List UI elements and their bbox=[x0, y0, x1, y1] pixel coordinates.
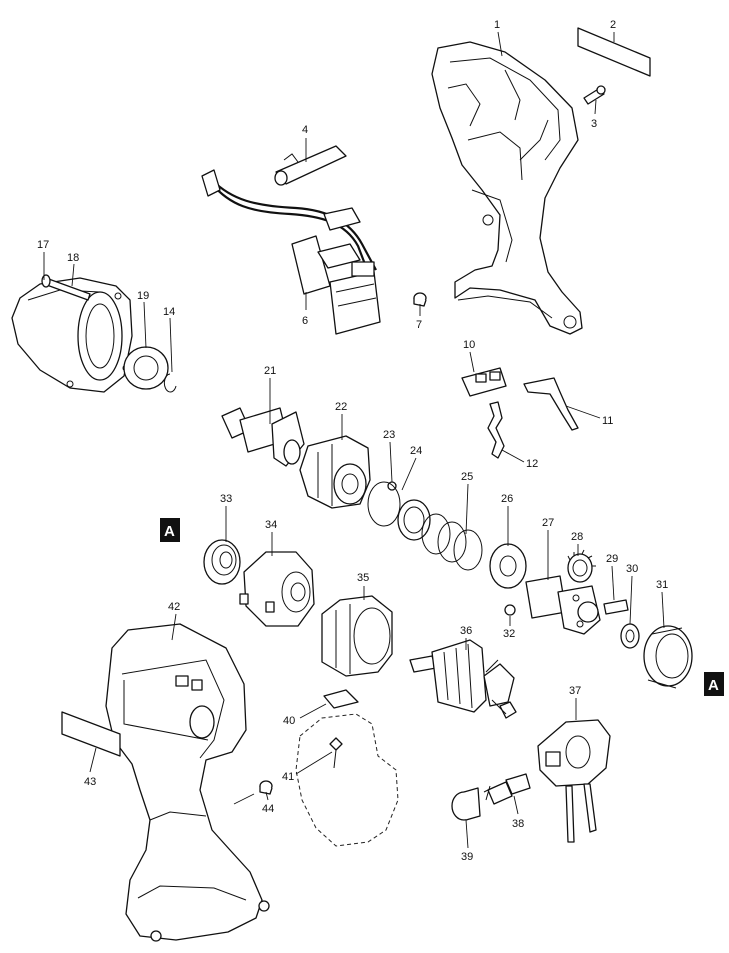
callout-24: 24 bbox=[410, 445, 422, 457]
callout-10: 10 bbox=[463, 339, 475, 351]
reference-marker-right: A bbox=[704, 672, 724, 696]
callout-22: 22 bbox=[335, 401, 347, 413]
callout-35: 35 bbox=[357, 572, 369, 584]
callout-4: 4 bbox=[302, 124, 308, 136]
callout-36: 36 bbox=[460, 625, 472, 637]
part-31-internal-gear bbox=[643, 625, 693, 689]
part-38-carbon-brush bbox=[483, 773, 531, 805]
part-19-washer bbox=[123, 346, 169, 390]
callout-2: 2 bbox=[610, 19, 616, 31]
callout-31: 31 bbox=[656, 579, 668, 591]
callout-11: 11 bbox=[602, 415, 613, 427]
callout-43: 43 bbox=[84, 776, 96, 788]
part-34-bearing-retainer bbox=[239, 551, 315, 627]
part-2-label bbox=[577, 27, 651, 77]
part-27-spindle bbox=[525, 575, 601, 635]
part-22-hammer bbox=[299, 435, 371, 509]
part-41-screw bbox=[329, 737, 343, 769]
callout-41: 41 bbox=[282, 771, 294, 783]
part-25-spring bbox=[397, 499, 483, 571]
callout-42: 42 bbox=[168, 601, 180, 613]
reference-marker-left: A bbox=[160, 518, 180, 542]
part-44-plug bbox=[259, 780, 273, 795]
callout-29: 29 bbox=[606, 553, 618, 565]
part-17-hammer-case bbox=[11, 277, 133, 393]
callout-37: 37 bbox=[569, 685, 581, 697]
callout-17: 17 bbox=[37, 239, 49, 251]
part-30-washer bbox=[620, 623, 640, 649]
callout-23: 23 bbox=[383, 429, 395, 441]
part-32-steel-ball bbox=[504, 604, 516, 616]
part-35-motor-housing bbox=[321, 595, 393, 677]
callout-34: 34 bbox=[265, 519, 277, 531]
part-7-plug bbox=[413, 292, 427, 307]
callout-38: 38 bbox=[512, 818, 524, 830]
callout-7: 7 bbox=[416, 319, 422, 331]
part-37-brush-holder bbox=[537, 719, 611, 843]
callout-44: 44 bbox=[262, 803, 274, 815]
part-4-switch-lever bbox=[274, 145, 347, 186]
callout-18: 18 bbox=[67, 252, 79, 264]
part-10-terminal-block bbox=[461, 367, 507, 397]
part-33-ball-bearing bbox=[203, 539, 241, 585]
part-43-nameplate bbox=[61, 711, 121, 757]
callout-32: 32 bbox=[503, 628, 515, 640]
callout-40: 40 bbox=[283, 715, 295, 727]
callout-6: 6 bbox=[302, 315, 308, 327]
part-6-switch-assembly bbox=[201, 169, 381, 335]
callout-1: 1 bbox=[494, 19, 500, 31]
callout-3: 3 bbox=[591, 118, 597, 130]
part-1-housing-half bbox=[431, 41, 583, 335]
part-40-plate bbox=[323, 689, 359, 709]
callout-28: 28 bbox=[571, 531, 583, 543]
part-29-pin bbox=[603, 599, 629, 615]
part-36-armature bbox=[409, 639, 517, 719]
callout-12: 12 bbox=[526, 458, 538, 470]
callout-30: 30 bbox=[626, 563, 638, 575]
part-24-flat-washer bbox=[367, 481, 401, 527]
callout-33: 33 bbox=[220, 493, 232, 505]
callout-19: 19 bbox=[137, 290, 149, 302]
reference-marker-right-label: A bbox=[708, 677, 719, 694]
part-21-anvil bbox=[221, 407, 305, 467]
part-39-brush-cap bbox=[451, 787, 481, 821]
part-42-housing-set bbox=[105, 623, 270, 942]
part-28-gear bbox=[567, 549, 596, 583]
callout-39: 39 bbox=[461, 851, 473, 863]
switch-position-outline bbox=[295, 713, 399, 847]
part-18-screw bbox=[41, 274, 91, 301]
callout-27: 27 bbox=[542, 517, 554, 529]
part-26-washer bbox=[489, 543, 527, 589]
part-3-screw bbox=[583, 85, 606, 105]
callout-14: 14 bbox=[163, 306, 175, 318]
part-12-terminal-plate bbox=[487, 401, 505, 459]
callout-21: 21 bbox=[264, 365, 276, 377]
callout-26: 26 bbox=[501, 493, 513, 505]
leader-lines bbox=[43, 31, 665, 849]
callout-labels: 1 2 3 4 6 7 10 11 12 14 17 18 19 21 22 2… bbox=[37, 19, 668, 863]
reference-marker-left-label: A bbox=[164, 523, 175, 540]
part-11-bracket bbox=[523, 377, 579, 431]
callout-25: 25 bbox=[461, 471, 473, 483]
